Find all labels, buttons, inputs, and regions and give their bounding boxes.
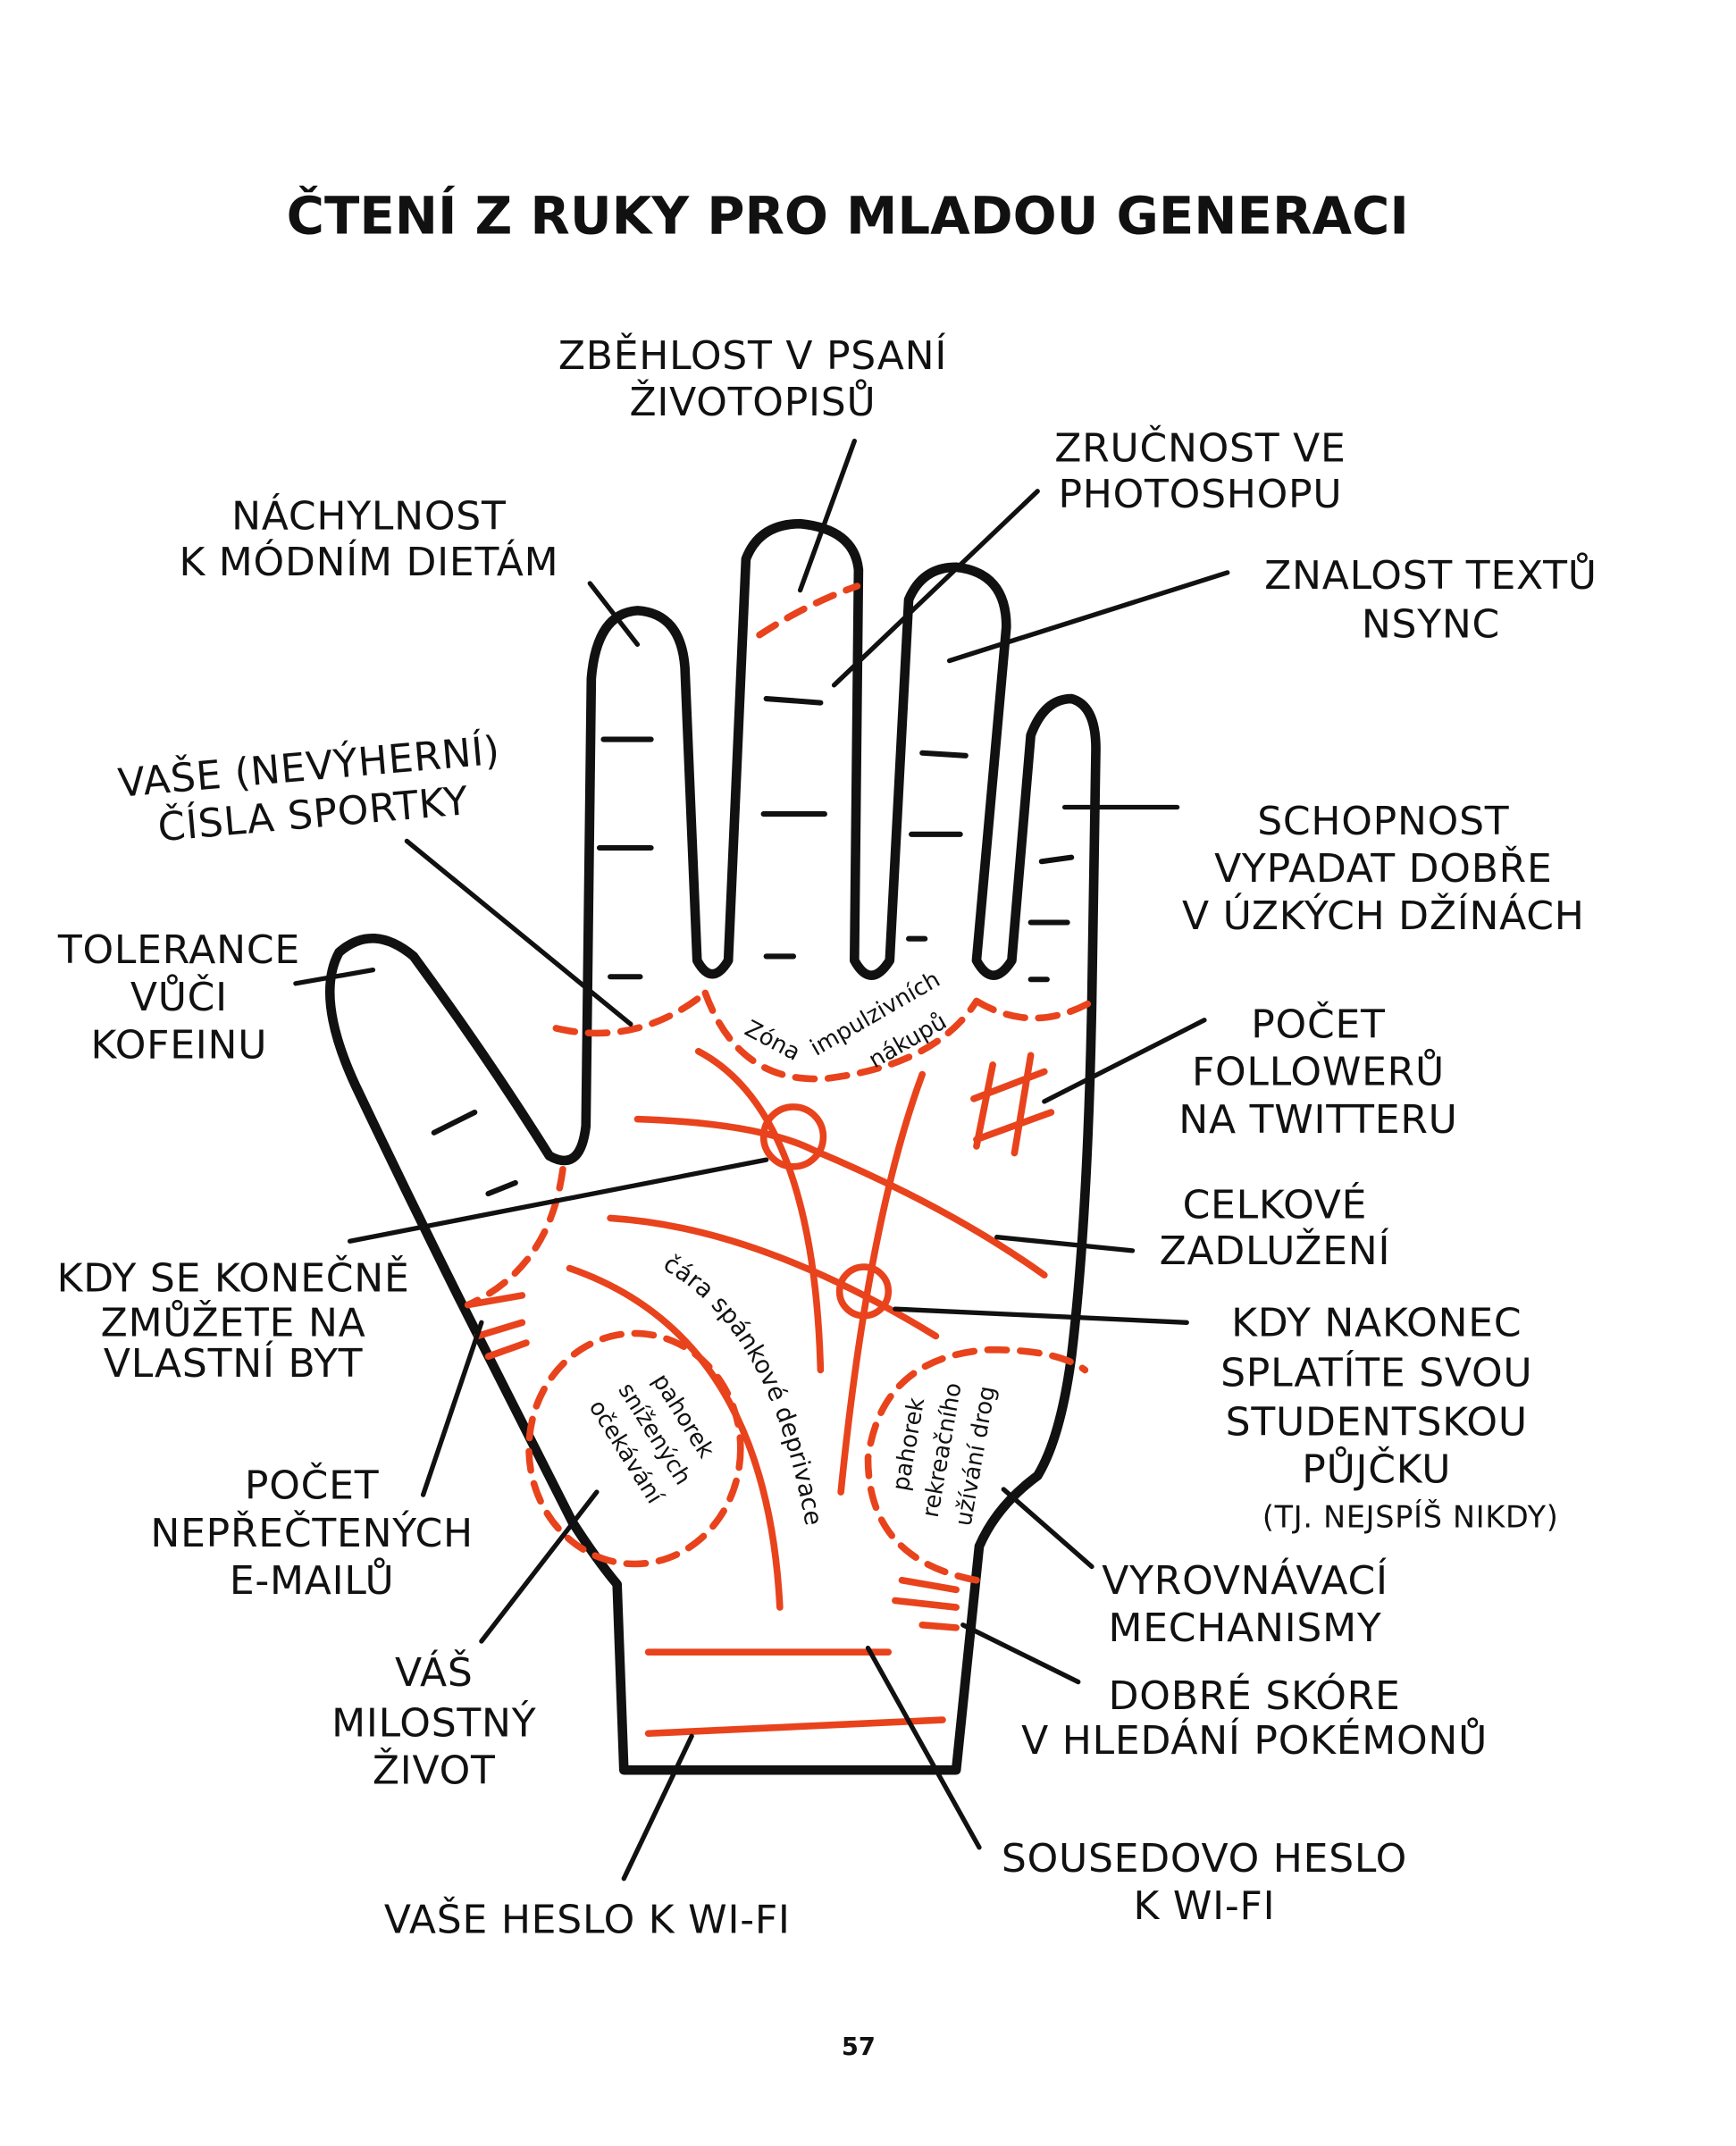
finger-creases xyxy=(431,696,1075,1197)
leader-lines xyxy=(293,438,1230,1882)
label-line: VÁŠ xyxy=(395,1648,474,1696)
label-line: E-MAILŮ xyxy=(230,1556,395,1604)
label-line: NÁCHYLNOST xyxy=(231,491,507,539)
label-line: SOUSEDOVO HESLO xyxy=(1002,1836,1407,1882)
sleep-line-text: čára spánkové deprivace xyxy=(658,1250,826,1528)
low-expectations-note: pahorek snížených očekávání xyxy=(583,1369,719,1509)
label-line: DOBRÉ SKÓRE xyxy=(1109,1672,1401,1719)
hashtag-mark xyxy=(970,1052,1055,1157)
label-line: MILOSTNÝ xyxy=(331,1698,536,1746)
label-line: V ÚZKÝCH DŽÍNÁCH xyxy=(1182,892,1585,939)
label-line: FOLLOWERŮ xyxy=(1192,1048,1445,1095)
label-line: SCHOPNOST xyxy=(1257,799,1510,844)
label-line: NEPŘEČTENÝCH xyxy=(150,1509,473,1556)
label-line: V HLEDÁNÍ POKÉMONŮ xyxy=(1021,1716,1488,1764)
label-line: VYROVNÁVACÍ xyxy=(1102,1556,1388,1604)
label-line: PŮJČKU xyxy=(1302,1445,1451,1492)
page-number: 57 xyxy=(842,2033,876,2061)
label-line: ZADLUŽENÍ xyxy=(1160,1227,1391,1274)
label-line: KDY NAKONEC xyxy=(1231,1300,1522,1345)
hand-outline xyxy=(324,518,1101,1775)
label-line: ZBĚHLOST V PSANÍ xyxy=(558,331,947,379)
label-line: STUDENTSKOU xyxy=(1226,1399,1528,1445)
label-line: (TJ. NEJSPÍŠ NIKDY) xyxy=(1262,1499,1559,1535)
label-lottery: VAŠE (NEVÝHERNÍ)ČÍSLA SPORTKY xyxy=(116,726,502,851)
label-line: K MÓDNÍM DIETÁM xyxy=(179,538,558,585)
label-line: VŮČI xyxy=(130,973,228,1020)
label-line: VYPADAT DOBŘE xyxy=(1214,845,1553,892)
label-line: NSYNC xyxy=(1362,602,1500,648)
label-your-wifi: VAŠE HESLO K WI-FI xyxy=(384,1895,791,1942)
palm-lines xyxy=(464,583,1092,1738)
label-line: CELKOVÉ xyxy=(1183,1180,1368,1228)
label-line: KDY SE KONEČNĚ xyxy=(57,1253,410,1301)
label-line: TOLERANCE xyxy=(57,927,300,973)
label-line: ZNALOST TEXTŮ xyxy=(1264,551,1598,599)
page-title: ČTENÍ Z RUKY PRO MLADOU GENERACI xyxy=(287,185,1409,246)
label-line: MECHANISMY xyxy=(1108,1605,1381,1651)
label-line: POČET xyxy=(245,1462,380,1509)
label-line: SPLATÍTE SVOU xyxy=(1220,1349,1532,1396)
label-line: POČET xyxy=(1251,1001,1386,1048)
label-line: PHOTOSHOPU xyxy=(1058,472,1342,517)
label-line: K WI-FI xyxy=(1134,1883,1276,1929)
label-line: ZRUČNOST VE xyxy=(1054,423,1346,471)
label-line: VAŠE HESLO K WI-FI xyxy=(384,1895,791,1942)
label-line: KOFEINU xyxy=(91,1022,268,1068)
label-line: ŽIVOT xyxy=(373,1746,496,1793)
label-line: NA TWITTERU xyxy=(1178,1097,1457,1143)
label-line: ZMŮŽETE NA xyxy=(101,1298,366,1345)
label-line: VLASTNÍ BYT xyxy=(104,1339,364,1387)
label-line: ŽIVOTOPISŮ xyxy=(630,378,876,425)
drugs-note: pahorek rekreačního užívání drog xyxy=(887,1380,1001,1528)
sleep-line-note: čára spánkové deprivace xyxy=(658,1250,826,1528)
